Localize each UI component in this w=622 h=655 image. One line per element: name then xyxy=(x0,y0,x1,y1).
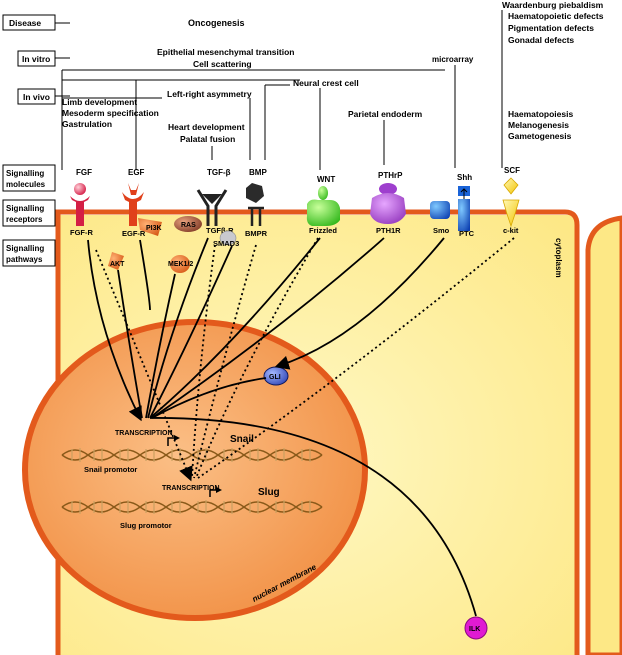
snail-tss-flag xyxy=(167,437,176,446)
pathways-label-1: Signalling xyxy=(6,244,44,253)
gli-label: GLI xyxy=(269,374,281,381)
in-vivo-label: In vivo xyxy=(23,92,50,102)
mesoderm-label: Mesoderm specification xyxy=(62,108,159,118)
ras-node-icon xyxy=(174,216,202,232)
smad3-label: SMAD3 xyxy=(213,239,239,248)
molecules-label-2: molecules xyxy=(6,180,46,189)
palatal-label: Palatal fusion xyxy=(180,134,235,144)
wnt-ligand-icon xyxy=(318,186,328,200)
transcription-1-label: TRANSCRIPTION xyxy=(115,430,173,437)
ilk-label: ILK xyxy=(469,626,480,633)
shh-label: Shh xyxy=(457,173,472,182)
hierarchy-lines xyxy=(55,10,503,170)
left-right-label: Left-right asymmetry xyxy=(167,89,252,99)
scf-ligand-icon xyxy=(503,177,519,195)
pth1r-receptor-icon xyxy=(370,193,406,224)
mek-node-icon xyxy=(170,255,190,273)
fgf-ligand-icon xyxy=(74,183,86,195)
akt-node-icon xyxy=(108,252,124,270)
limb-label: Limb development xyxy=(62,97,137,107)
frizzled-receptor-icon xyxy=(306,199,340,226)
fgfr-label: FGF-R xyxy=(70,228,93,237)
signalling-pathways-box xyxy=(2,239,56,267)
frizzled-label: Frizzled xyxy=(309,226,337,235)
scf-label: SCF xyxy=(504,166,520,175)
egf-ligand-icon xyxy=(128,183,139,195)
tgfb-ligand-icon xyxy=(202,194,222,204)
haematopoietic-defects-label: Haematopoietic defects xyxy=(508,11,604,21)
ckit-receptor-icon xyxy=(502,199,520,228)
dotted-arrows xyxy=(95,237,515,482)
signalling-molecules-box xyxy=(2,164,56,192)
haematopoiesis-label: Haematopoiesis xyxy=(508,109,573,119)
pthrp-label: PTHrP xyxy=(378,171,403,180)
receptors-label-1: Signalling xyxy=(6,204,44,213)
ptc-label: PTC xyxy=(459,229,475,238)
disease-label: Disease xyxy=(9,18,41,28)
transcription-2-label: TRANSCRIPTION xyxy=(162,485,220,492)
mek-label: MEK1/2 xyxy=(168,261,193,268)
egfr-label: EGF-R xyxy=(122,229,146,238)
smad3-node-icon xyxy=(219,230,237,246)
neural-crest-label: Neural crest cell xyxy=(293,78,359,88)
melanogenesis-label: Melanogenesis xyxy=(508,120,569,130)
neighbour-cell xyxy=(585,215,622,655)
molecules-label-1: Signalling xyxy=(6,169,44,178)
bmp-label: BMP xyxy=(249,168,267,177)
ilk-node-icon xyxy=(464,616,488,640)
pi3k-node-icon xyxy=(138,218,162,236)
pathway-arrows xyxy=(87,237,477,617)
category-boxes xyxy=(2,14,56,267)
pth1r-label: PTH1R xyxy=(376,226,401,235)
in-vitro-label: In vitro xyxy=(22,54,50,64)
smo-label: Smo xyxy=(433,226,450,235)
nucleus xyxy=(22,319,368,621)
heart-label: Heart development xyxy=(168,122,245,132)
snail-label: Snail xyxy=(230,434,254,445)
slug-dna-helix xyxy=(61,500,323,514)
akt-label: AKT xyxy=(110,261,125,268)
oncogenesis-label: Oncogenesis xyxy=(188,18,245,28)
pi3k-label: PI3K xyxy=(146,225,162,232)
slug-promoter-label: Slug promotor xyxy=(120,521,172,530)
ptc-receptor-icon xyxy=(458,199,470,231)
ras-label: RAS xyxy=(181,222,196,229)
signalling-receptors-box xyxy=(2,199,56,227)
gametogenesis-label: Gametogenesis xyxy=(508,131,572,141)
egf-label: EGF xyxy=(128,168,145,177)
bmpr-receptor-icon xyxy=(248,206,264,226)
smo-receptor-icon xyxy=(430,201,450,219)
bmpr-label: BMPR xyxy=(245,229,268,238)
parietal-label: Parietal endoderm xyxy=(348,109,423,119)
slug-tss-flag xyxy=(209,489,218,497)
bmp-ligand-icon xyxy=(246,183,264,203)
pathways-label-2: pathways xyxy=(6,255,43,264)
cell-scattering-label: Cell scattering xyxy=(193,59,252,69)
microarray-label: microarray xyxy=(432,55,474,64)
egf-receptor-icon xyxy=(122,192,144,226)
tgfb-label: TGF-β xyxy=(207,168,231,177)
pigmentation-defects-label: Pigmentation defects xyxy=(508,23,594,33)
gonadal-defects-label: Gonadal defects xyxy=(508,35,574,45)
pthrp-ligand-icon xyxy=(379,183,397,195)
fgf-label: FGF xyxy=(76,168,92,177)
ckit-label: c-kit xyxy=(503,226,519,235)
cytoplasm-label: cytoplasm xyxy=(554,238,563,278)
tgfbr-label: TGFβ-R xyxy=(206,226,234,235)
waardenburg-label: Waardenburg piebaldism xyxy=(502,0,604,10)
tgfb-receptor-icon xyxy=(196,189,228,226)
slug-label: Slug xyxy=(258,487,280,498)
gastrulation-label: Gastrulation xyxy=(62,119,112,129)
wnt-label: WNT xyxy=(317,175,335,184)
snail-promoter-label: Snail promotor xyxy=(84,465,137,474)
receptors-label-2: receptors xyxy=(6,215,43,224)
emt-label: Epithelial mesenchymal transition xyxy=(157,47,294,57)
fgf-receptor-icon xyxy=(70,196,90,226)
